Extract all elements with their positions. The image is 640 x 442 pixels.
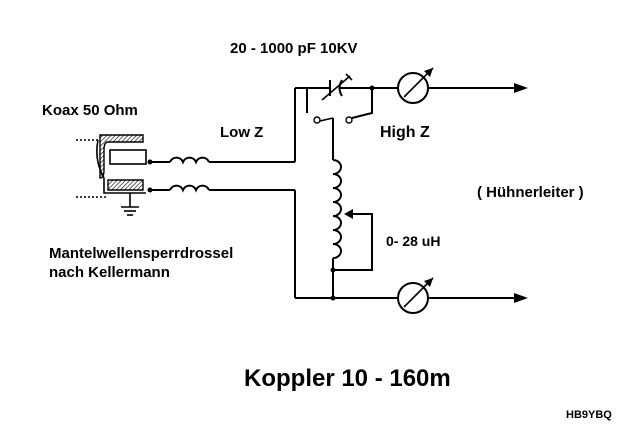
choke-coil-icon xyxy=(150,156,210,193)
ladder-line-label: ( Hühnerleiter ) xyxy=(477,184,584,201)
coax-label: Koax 50 Ohm xyxy=(42,102,138,119)
switch-contact-icon xyxy=(306,88,373,160)
page-title: Koppler 10 - 160m xyxy=(244,365,451,392)
capacitor-spec-label: 20 - 1000 pF 10KV xyxy=(230,40,358,57)
rf-meter-icon xyxy=(397,277,515,314)
high-z-label: High Z xyxy=(380,124,430,141)
choke-label-line1: Mantelwellensperrdrossel xyxy=(49,245,234,262)
inductance-label: 0- 28 uH xyxy=(386,233,441,249)
arrow-icon xyxy=(514,83,528,93)
arrow-icon xyxy=(514,293,528,303)
ground-icon xyxy=(121,193,139,216)
variable-capacitor-icon xyxy=(295,73,398,101)
tapped-inductor-icon xyxy=(330,159,373,301)
rf-meter-icon xyxy=(397,67,515,104)
choke-label-line2: nach Kellermann xyxy=(49,264,170,281)
callsign-label: HB9YBQ xyxy=(566,409,612,421)
low-z-label: Low Z xyxy=(220,124,264,141)
coax-connector-icon xyxy=(76,134,153,198)
